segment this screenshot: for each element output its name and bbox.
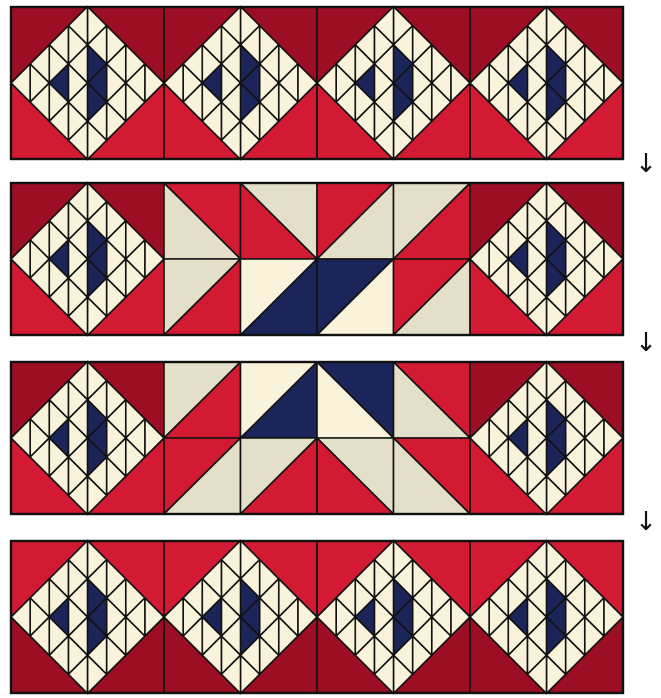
- quilt-block: [470, 362, 623, 515]
- quilt-block: [164, 7, 317, 160]
- quilt-row-1: [11, 7, 623, 160]
- down-arrow-icon: ↓: [635, 149, 657, 179]
- quilt-block: [317, 362, 470, 514]
- quilt-row-3: [11, 362, 623, 515]
- quilt-block: [11, 7, 164, 160]
- down-arrow-icon: ↓: [635, 328, 657, 358]
- quilt-row-4: [11, 541, 623, 694]
- quilt-block: [317, 183, 470, 335]
- quilt-block: [317, 7, 470, 160]
- quilt-block: [164, 541, 317, 694]
- quilt-row-2: [11, 183, 623, 336]
- quilt-block: [470, 7, 623, 160]
- quilt-block: [470, 541, 623, 694]
- quilt-block: [11, 183, 164, 336]
- quilt-block: [470, 183, 623, 336]
- quilt-block: [317, 541, 470, 694]
- quilt-block: [164, 183, 317, 335]
- quilt-block: [11, 362, 164, 515]
- down-arrow-icon: ↓: [635, 507, 657, 537]
- quilt-block: [164, 362, 317, 514]
- quilt-block: [11, 541, 164, 694]
